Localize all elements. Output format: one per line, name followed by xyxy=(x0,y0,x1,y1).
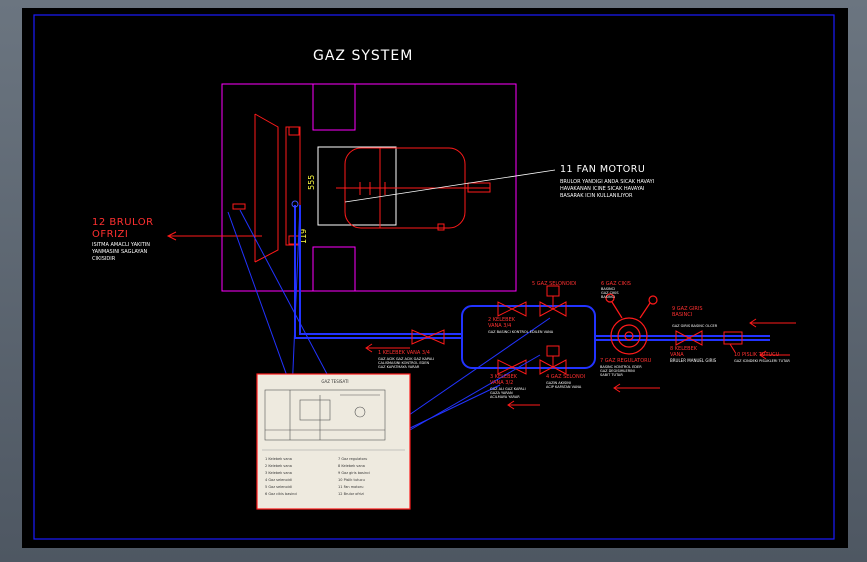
inset-legend-11: 12 Brulor ofrizi xyxy=(338,492,364,496)
label-regulator-desc-1: BASINC KONTROL EDER xyxy=(600,365,642,369)
label-gas-inlet-desc: GAZ GIRIS BASINC OLCER xyxy=(672,324,718,328)
drawing-canvas xyxy=(22,8,848,548)
label-solenoid-4-desc-1: GAZIN AKISINI xyxy=(546,381,571,385)
label-regulator-desc-2: GAZ DEGISIMLERINI xyxy=(600,369,635,373)
fan-motor-frame xyxy=(317,146,397,226)
inset-legend-0: 1 Kelebek vana xyxy=(265,457,292,461)
label-solenoid-4: 4 GAZ SELONOI xyxy=(546,374,585,380)
dirt-trap xyxy=(723,331,743,353)
label-valve-8b: VANA xyxy=(670,352,684,358)
valve-3 xyxy=(497,359,527,375)
label-valve-3: 3 KELEBEK xyxy=(490,374,518,380)
label-gas-inlet: 9 GAZ GIRIS xyxy=(672,306,703,312)
fan-motor-title: 11 FAN MOTORU xyxy=(560,164,645,175)
label-valve-3-desc-1: GAZ ALI GAZ KAPALI xyxy=(490,387,526,391)
label-valve-8-desc: BRULER MANUEL GIRIS xyxy=(670,358,717,363)
label-dirt-trap: 10 PISLIK TUTUCU xyxy=(734,352,780,358)
label-valve-2: 2 KELEBEK xyxy=(488,317,516,323)
label-solenoid-5: 5 GAZ SELONOIDI xyxy=(532,281,576,287)
burner-subtitle: OFRIZI xyxy=(92,229,128,240)
burner-title: 12 BRULOR xyxy=(92,217,154,228)
label-valve-8: 8 KELEBEK xyxy=(670,346,698,352)
arrows xyxy=(166,231,796,410)
inset-title: GAZ TESISATI xyxy=(321,379,348,384)
inset-legend-10: 11 Fan motoru xyxy=(338,485,363,489)
housing-top-duct xyxy=(312,83,356,131)
fan-motor-desc-3: BASARAK ICIN KULLANILIYOR xyxy=(560,193,633,199)
fan-motor-desc-2: HAVAKANAN ICINE SICAK HAVAYAI xyxy=(560,186,644,192)
inset-legend-8: 9 Gaz giris basinci xyxy=(338,471,370,475)
label-valve-2b: VANA 3/4 xyxy=(488,323,511,329)
label-solenoid-4-desc-2: ACIP KAPATAN VANA xyxy=(546,385,582,389)
inset-legend-5: 6 Gaz cikis basinci xyxy=(265,492,297,496)
fan-motor-desc-1: BRULOR YANDIGI ANDA SICAK HAVAYI xyxy=(560,179,654,185)
housing-bottom-duct xyxy=(312,246,356,292)
dimension-555: 555 xyxy=(307,175,316,190)
inset-legend-6: 7 Gaz regulatoru xyxy=(338,457,367,461)
gas-pipe xyxy=(294,205,770,369)
label-gas-exit-desc-1: BASINCI xyxy=(601,287,615,291)
burner-desc-3: CIKISIDIR xyxy=(92,256,116,262)
label-valve-1-desc-3: GAZ KAPATMAYA YARAR xyxy=(378,365,420,369)
label-gas-exit-desc-2: GAZ CIKIS xyxy=(601,291,619,295)
inset-drawing: GAZ TESISATI 1 Kelebek vana 2 Kelebek va… xyxy=(256,373,411,510)
inset-legend-3: 4 Gaz selenoidi xyxy=(265,478,292,482)
valve-1 xyxy=(411,329,445,345)
label-valve-3b: VANA 3/2 xyxy=(490,380,513,386)
burner-desc-1: ISITMA AMACLI YAKITIN xyxy=(92,242,150,248)
burner-desc-2: YANMASINI SAGLAYAN xyxy=(91,249,148,255)
label-valve-3-desc-2: GAZA YARAN xyxy=(490,391,513,395)
pipe-end-fitting xyxy=(291,200,299,208)
label-valve-1-desc-2: CALISMASINI KONTROL EDEN xyxy=(378,361,429,365)
inset-legend-4: 5 Gaz selenoidi xyxy=(265,485,292,489)
label-valve-1: 1 KELEBEK VANA 3/4 xyxy=(378,350,430,356)
label-valve-1-desc-1: GAZ ACIK GAZ ACIK GAZ KAPALI xyxy=(378,357,434,361)
label-dirt-trap-desc: GAZ ICINDEKI PISLIKLERI TUTAR xyxy=(734,359,790,363)
inset-legend-7: 8 Kelebek vana xyxy=(338,464,365,468)
label-valve-3-desc-3: ACILMAYA YARAR xyxy=(490,395,520,399)
valve-2 xyxy=(497,301,527,317)
solenoid-4 xyxy=(539,345,567,375)
machine-housing xyxy=(221,83,517,292)
valve-8 xyxy=(675,330,703,346)
drawing-border xyxy=(33,14,835,540)
fan-leader xyxy=(344,169,556,203)
dimension-119: 119 xyxy=(299,229,308,244)
label-gas-exit: 6 GAZ CIKIS xyxy=(601,281,631,287)
inset-legend-2: 3 Kelebek vana xyxy=(265,471,292,475)
fan-motor xyxy=(336,147,491,231)
label-valve-2-desc: GAZ BASINCI KONTROL EDILEN VANA xyxy=(488,330,554,334)
label-regulator-desc-3: SABIT TUTAR xyxy=(600,373,623,377)
label-regulator: 7 GAZ REGULATORU xyxy=(600,358,652,364)
inset-legend-1: 2 Kelebek vana xyxy=(265,464,292,468)
inset-legend-9: 10 Pislik tutucu xyxy=(338,478,365,482)
drawing-title: GAZ SYSTEM xyxy=(313,48,413,64)
label-gas-exit-desc-3: BASINCI xyxy=(601,295,615,299)
gas-regulator xyxy=(605,293,658,355)
solenoid-5 xyxy=(539,285,567,317)
label-gas-inlet-2: BASINCI xyxy=(672,312,692,318)
